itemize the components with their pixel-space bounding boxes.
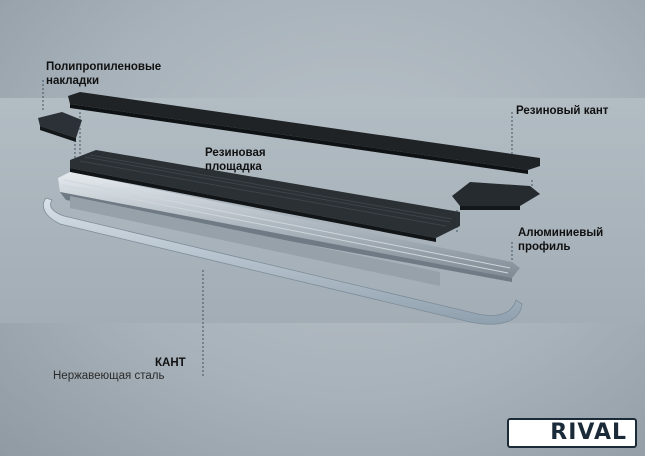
- stainless-steel-edge: [43, 197, 523, 325]
- aluminum-profile: [58, 172, 520, 278]
- brand-name: RIVAL: [550, 420, 627, 445]
- rubber-edge-strip: [68, 92, 540, 170]
- polypropylene-cap-right: [452, 182, 540, 206]
- label-rubber-edge: Резиновый кант: [516, 105, 609, 117]
- polypropylene-cap-left: [38, 112, 82, 138]
- label-kant-sub: Нержавеющая сталь: [53, 370, 165, 382]
- brand-logo: [507, 418, 637, 448]
- label-kant: КАНТ: [155, 357, 186, 369]
